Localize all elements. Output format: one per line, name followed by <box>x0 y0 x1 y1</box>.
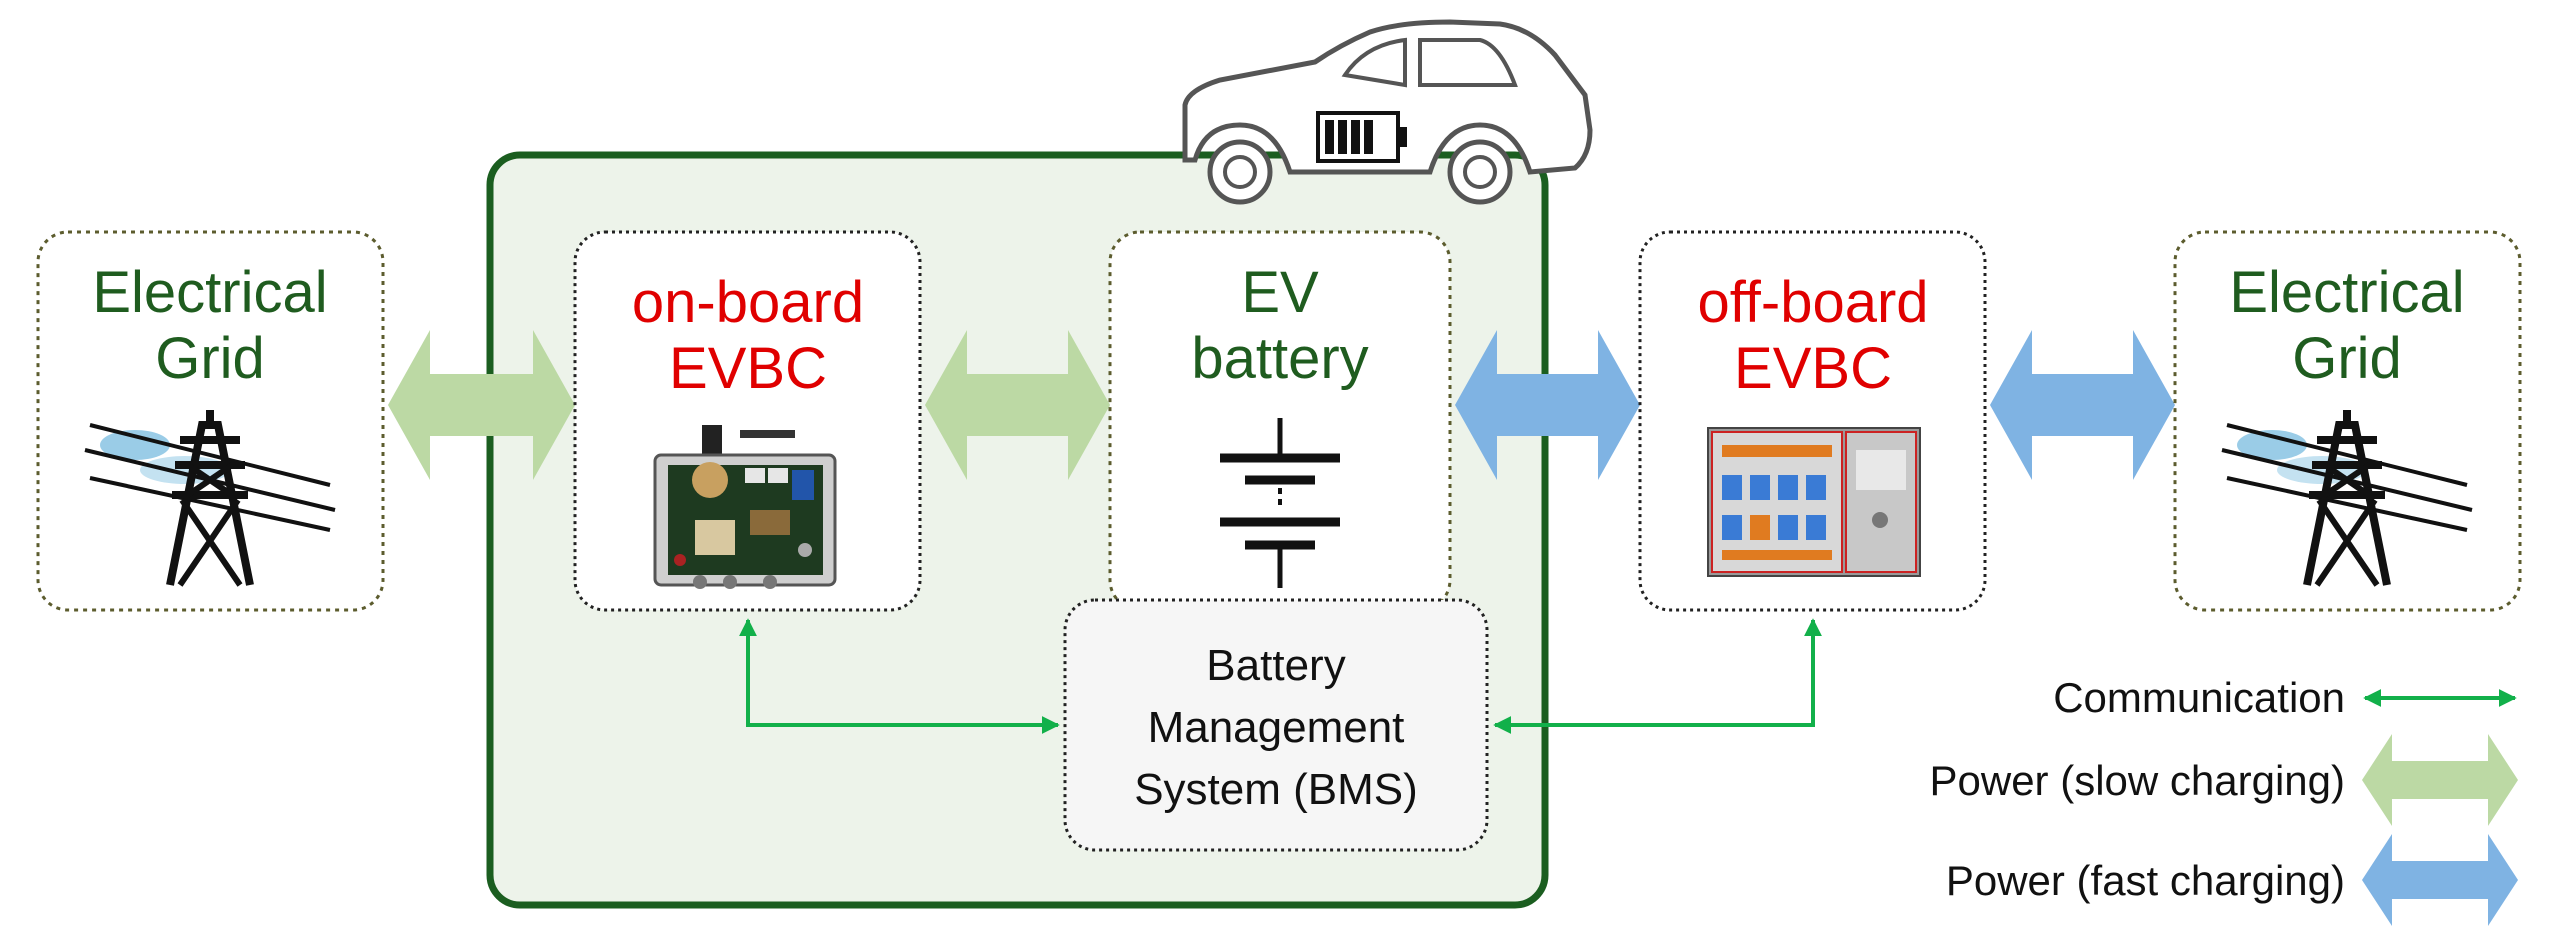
offboard-label-line2: EVBC <box>1734 336 1892 401</box>
communication-arrows <box>739 618 1822 734</box>
bms-label-line3: System (BMS) <box>1134 765 1418 814</box>
grid-left-box: Electrical Grid <box>36 230 385 612</box>
legend-fast-label: Power (fast charging) <box>1946 857 2345 904</box>
battery-label-line1: EV <box>1241 260 1319 325</box>
legend-fast-arrow-shape <box>2362 834 2518 926</box>
legend-slow-arrow-shape <box>2362 734 2518 826</box>
slow-charging-arrows <box>388 330 1110 480</box>
comm-arrow-onboard-bms <box>739 618 1060 734</box>
legend-fast-arrow <box>2362 834 2518 926</box>
grid-left-label-line2: Grid <box>155 326 265 391</box>
offboard-cabinet-photo <box>1707 427 1921 577</box>
legend-communication-label: Communication <box>2053 674 2345 721</box>
onboard-evbc-box: on-board EVBC <box>573 230 922 612</box>
battery-label-line2: battery <box>1191 326 1368 391</box>
onboard-label-line2: EVBC <box>669 336 827 401</box>
power-tower-icon <box>84 410 336 587</box>
car-battery-level-icon <box>1316 111 1407 163</box>
offboard-evbc-box: off-board EVBC <box>1638 230 1987 612</box>
legend-slow-arrow <box>2362 734 2518 826</box>
legend: Communication Power (slow charging) Powe… <box>1930 674 2518 926</box>
offboard-label-line1: off-board <box>1697 270 1928 335</box>
fast-arrow-offboard-grid <box>1990 330 2175 480</box>
grid-right-label-line1: Electrical <box>2229 260 2464 325</box>
comm-arrow-bms-offboard <box>1493 618 1822 734</box>
fast-charging-arrows <box>1455 330 2175 480</box>
ev-battery-box: EV battery <box>1108 230 1452 612</box>
bms-box: Battery Management System (BMS) <box>1063 598 1489 852</box>
grid-right-label-line2: Grid <box>2292 326 2402 391</box>
grid-left-label-line1: Electrical <box>92 260 327 325</box>
car-icon <box>1182 19 1593 205</box>
slow-arrow-grid-onboard <box>388 330 575 480</box>
legend-slow-label: Power (slow charging) <box>1930 757 2346 804</box>
onboard-label-line1: on-board <box>632 270 864 335</box>
power-tower-icon <box>2221 410 2473 587</box>
fast-arrow-battery-offboard <box>1455 330 1640 480</box>
battery-symbol-icon <box>1220 418 1340 588</box>
slow-arrow-onboard-battery <box>925 330 1110 480</box>
bms-label-line1: Battery <box>1206 641 1345 690</box>
bms-label-line2: Management <box>1148 703 1405 752</box>
onboard-charger-photo <box>653 425 837 589</box>
grid-right-box: Electrical Grid <box>2173 230 2522 612</box>
